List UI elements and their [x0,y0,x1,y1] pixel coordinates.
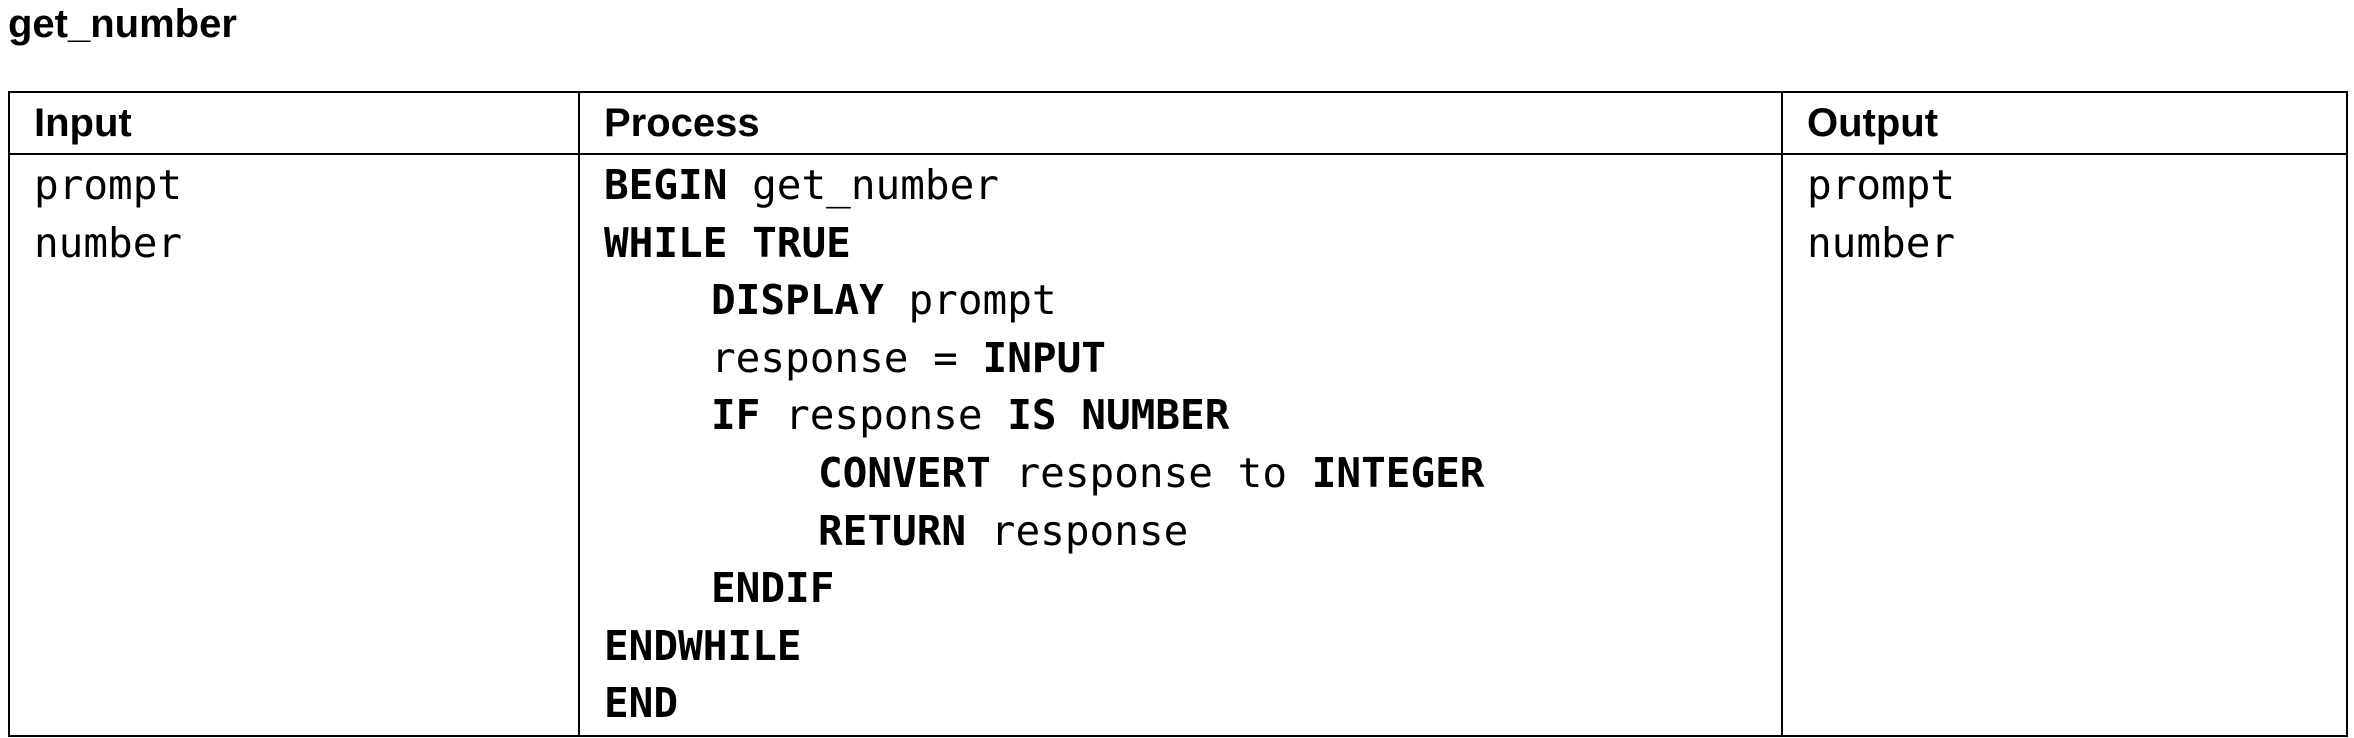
keyword: ENDWHILE [604,621,802,670]
body-row: prompt number BEGIN get_number WHILE TRU… [8,153,2348,737]
pseudocode-line-return: RETURN response [604,503,1781,561]
identifier: response [785,391,983,440]
identifier: response [990,506,1189,555]
input-item: number [34,218,183,267]
pseudocode-line-begin: BEGIN get_number [604,157,1781,215]
keyword: ENDIF [711,564,835,613]
keyword: RETURN [818,506,967,555]
input-item: prompt [34,161,183,209]
pseudocode-line-endif: ENDIF [604,560,1781,618]
identifier: prompt [908,276,1057,325]
pseudocode-line-while: WHILE TRUE [604,215,1781,273]
keyword: WHILE TRUE [604,218,851,267]
process-cell: BEGIN get_number WHILE TRUE DISPLAY prom… [578,153,1783,737]
pseudocode-line-if: IF response IS NUMBER [604,387,1781,445]
process-column-header: Process [578,91,1783,155]
keyword: IS NUMBER [1007,391,1230,440]
keyword: DISPLAY [711,276,884,325]
pseudocode-line-display: DISPLAY prompt [604,272,1781,330]
keyword: BEGIN [604,161,728,209]
output-item: prompt [1807,161,1956,209]
keyword: IF [711,391,761,440]
keyword: INTEGER [1311,448,1485,497]
keyword: END [604,679,679,728]
input-column-header: Input [8,91,580,155]
header-row: Input Process Output [8,91,2348,155]
identifier: response = [711,333,983,382]
output-cell: prompt number [1781,153,2348,737]
pseudocode-line-assign: response = INPUT [604,330,1781,388]
identifier: response to [1015,448,1288,497]
keyword: INPUT [982,333,1106,382]
pseudocode-line-end: END [604,675,1781,733]
output-item: number [1807,218,1956,267]
function-name: get_number [752,161,999,209]
output-column-header: Output [1781,91,2348,155]
input-cell: prompt number [8,153,580,737]
document-title: get_number [8,2,237,46]
pseudocode-line-convert: CONVERT response to INTEGER [604,445,1781,503]
pseudocode-line-endwhile: ENDWHILE [604,618,1781,676]
ipo-chart-table: Input Process Output prompt number BEGIN… [8,91,2348,737]
keyword: CONVERT [818,448,991,497]
